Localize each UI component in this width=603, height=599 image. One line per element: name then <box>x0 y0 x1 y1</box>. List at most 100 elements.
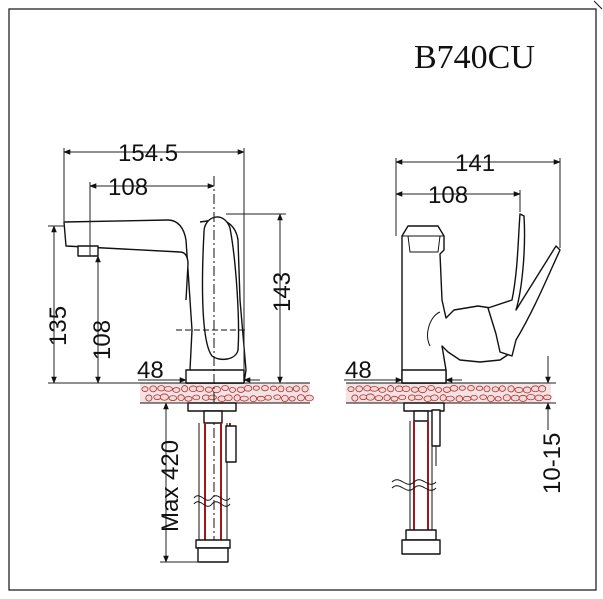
stone-texture <box>243 385 253 392</box>
stone-texture <box>430 394 439 402</box>
stone-texture <box>502 394 511 402</box>
front-base-diameter: 48 <box>137 357 164 384</box>
stone-texture <box>195 385 205 393</box>
side-hose-nut <box>401 539 441 555</box>
stone-texture <box>518 394 528 402</box>
stone-texture <box>224 394 233 402</box>
stone-texture <box>510 394 520 402</box>
stone-texture <box>414 394 423 401</box>
front-height: 143 <box>269 272 296 312</box>
side-rod <box>431 409 441 447</box>
stone-texture <box>145 394 153 402</box>
stone-texture <box>163 386 173 392</box>
stone-texture <box>387 385 395 393</box>
stone-texture <box>498 385 506 392</box>
side-shank <box>413 410 429 422</box>
stone-texture <box>273 394 282 400</box>
side-hose-fitting <box>405 529 437 541</box>
side-countertop-thickness: 10-15 <box>539 433 566 494</box>
stone-texture <box>491 386 500 393</box>
stone-texture <box>543 394 552 401</box>
stone-texture <box>455 395 463 403</box>
stone-texture <box>277 385 285 393</box>
front-aerator <box>77 245 99 257</box>
stone-texture <box>281 394 289 403</box>
stone-texture <box>184 395 193 402</box>
stone-texture <box>233 394 241 402</box>
stone-texture <box>159 393 169 401</box>
stone-texture <box>470 394 478 401</box>
stone-texture <box>445 395 455 402</box>
stone-texture <box>449 385 459 392</box>
stone-texture <box>261 385 269 392</box>
side-hoses <box>409 421 433 530</box>
side-base <box>401 369 447 384</box>
stone-texture <box>531 385 540 393</box>
stone-texture <box>483 385 491 393</box>
stone-texture <box>252 385 260 391</box>
stone-texture <box>172 387 181 393</box>
side-countertop-stones <box>347 385 552 403</box>
front-spout <box>63 221 189 301</box>
stone-texture <box>149 385 157 393</box>
stone-texture <box>538 385 547 393</box>
front-spout-reach: 108 <box>108 174 148 201</box>
stone-texture <box>292 385 300 392</box>
side-total-length: 141 <box>455 150 495 177</box>
front-hose-nut <box>197 547 229 563</box>
stone-texture <box>401 385 411 393</box>
stone-texture <box>494 396 502 402</box>
stone-texture <box>435 386 442 393</box>
drawing-frame <box>8 8 597 591</box>
front-base <box>185 369 245 384</box>
stone-texture <box>369 386 379 392</box>
stone-texture <box>378 387 387 393</box>
front-hose-fitting <box>195 539 231 549</box>
stone-texture <box>181 385 189 393</box>
side-reach: 108 <box>428 182 468 209</box>
stone-texture <box>410 386 419 393</box>
stone-texture <box>192 394 201 401</box>
stone-texture <box>296 394 305 402</box>
stone-texture <box>239 395 249 402</box>
stone-texture <box>467 385 475 392</box>
front-spout-height: 135 <box>45 306 72 346</box>
front-nut <box>187 402 237 412</box>
stone-texture <box>301 385 309 393</box>
stone-texture <box>534 394 544 402</box>
stone-texture <box>177 394 185 402</box>
stone-texture <box>398 394 407 401</box>
stone-texture <box>236 386 246 393</box>
stone-texture <box>288 396 296 402</box>
stone-texture <box>462 395 472 402</box>
side-lever <box>487 213 561 357</box>
stone-texture <box>256 395 266 402</box>
stone-texture <box>507 385 515 393</box>
side-view: 141 108 48 10-15 <box>344 150 566 555</box>
front-spout-clearance: 108 <box>89 320 116 360</box>
stone-texture <box>442 386 452 393</box>
stone-texture <box>475 385 484 391</box>
front-shank <box>203 410 223 424</box>
stone-texture <box>526 393 536 401</box>
model-title: B740CU <box>414 39 535 76</box>
side-base-diameter: 48 <box>345 357 372 384</box>
stone-texture <box>249 395 257 403</box>
stone-texture <box>208 394 217 401</box>
stone-texture <box>212 385 221 394</box>
front-hose-length: Max 420 <box>157 440 184 532</box>
stone-texture <box>390 395 399 402</box>
stone-texture <box>514 386 524 393</box>
front-total-length: 154.5 <box>118 140 178 167</box>
stone-texture <box>439 394 447 402</box>
front-countertop-stones <box>141 385 314 403</box>
stone-texture <box>427 385 435 392</box>
front-view: 154.5 108 143 135 108 48 Max 420 <box>45 140 314 563</box>
stone-texture <box>141 386 149 392</box>
front-rod <box>225 425 237 463</box>
stone-texture <box>365 393 375 401</box>
stone-texture <box>221 385 229 392</box>
stone-texture <box>168 395 178 401</box>
stone-texture <box>458 385 466 391</box>
